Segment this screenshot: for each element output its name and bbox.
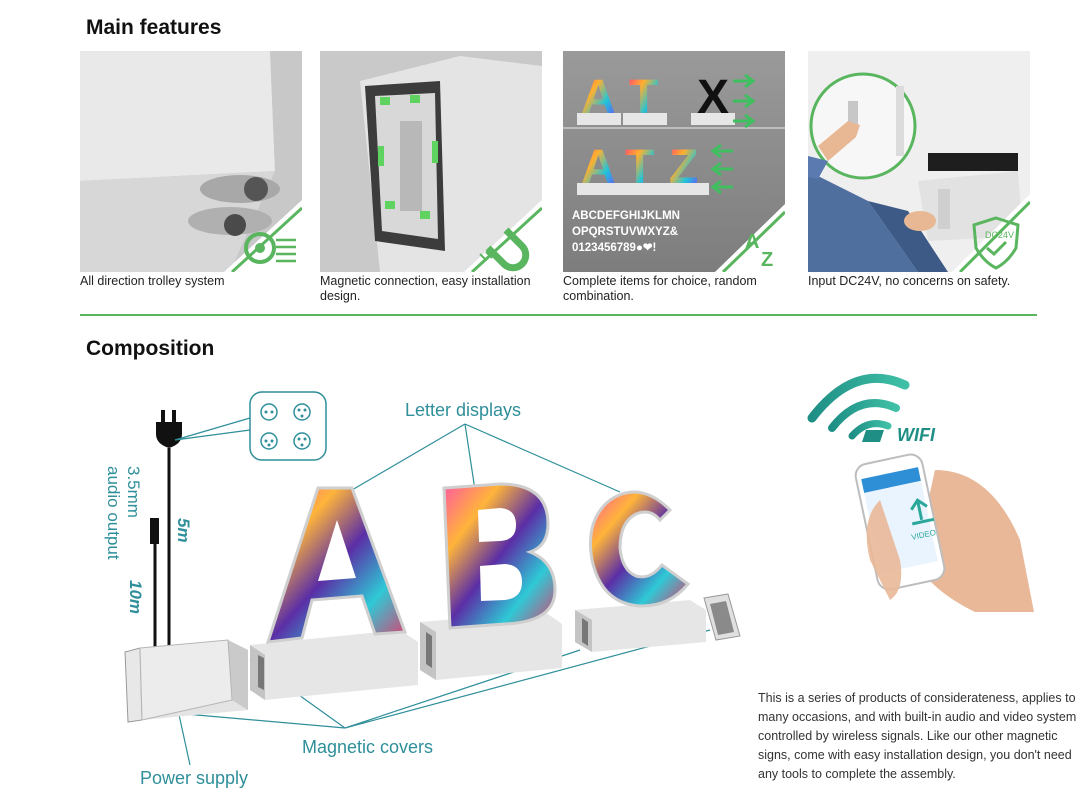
socket-callout — [174, 391, 327, 461]
trolley-photo — [80, 51, 302, 272]
base-b — [420, 612, 562, 680]
audio-output-label-2: audio output — [104, 466, 123, 560]
wheel-badge — [224, 200, 302, 272]
svg-text:ABCDEFGHIJKLMN: ABCDEFGHIJKLMN — [572, 210, 680, 222]
letter-a-display — [265, 486, 408, 644]
magnet-badge — [464, 200, 542, 272]
wifi-label: WIFI — [897, 425, 936, 445]
letters-illustration: A T X A T Z ABCDEFGHIJKLMN OPQRSTUVWXYZ&… — [563, 71, 785, 254]
phone-video-button: VIDEO — [911, 528, 937, 542]
wheel-icon — [244, 232, 276, 264]
magnet-icon — [485, 227, 530, 272]
feature-letters: A T X A T Z ABCDEFGHIJKLMN OPQRSTUVWXYZ&… — [563, 51, 785, 304]
dc24v-photo: DC24V — [808, 51, 1030, 272]
magnetic-covers-leaders — [139, 629, 711, 729]
magnetic-illustration — [320, 51, 542, 272]
section-divider — [80, 314, 1037, 316]
feature-trolley: All direction trolley system — [80, 51, 302, 289]
az-badge: A Z — [715, 204, 785, 272]
cable-5m-label: 5m — [174, 518, 193, 543]
svg-text:DC24V: DC24V — [985, 230, 1014, 240]
smartphone-icon — [854, 453, 1034, 612]
az-icon-z: Z — [761, 249, 773, 271]
feature-caption: Magnetic connection, easy installation d… — [320, 274, 531, 303]
power-supply-box — [124, 639, 248, 723]
feature-dc24v: DC24V Input DC24V, no concerns on safety… — [808, 51, 1030, 289]
power-plug-icon — [156, 410, 182, 448]
wifi-icon — [807, 373, 910, 440]
letter-displays-leaders — [351, 423, 621, 493]
cable-10m-label: 10m — [126, 580, 145, 614]
feature-caption: Input DC24V, no concerns on safety. — [808, 274, 1011, 288]
letter-b-display — [442, 482, 557, 630]
product-description: This is a series of products of consider… — [758, 691, 1077, 781]
letters-photo: A T X A T Z ABCDEFGHIJKLMN OPQRSTUVWXYZ&… — [563, 51, 785, 272]
socket-icons — [260, 403, 311, 450]
audio-output-label-1: 3.5mm — [124, 466, 143, 518]
svg-text:OPQRSTUVWXYZ&: OPQRSTUVWXYZ& — [572, 226, 678, 238]
magnetic-photo — [320, 51, 542, 272]
power-supply-leader — [177, 709, 191, 766]
feature-caption: Complete items for choice, random combin… — [563, 274, 757, 303]
shield-icon — [972, 216, 1020, 270]
feature-magnetic: Magnetic connection, easy installation d… — [320, 51, 542, 304]
power-supply-label: Power supply — [140, 768, 248, 788]
base-a — [250, 630, 418, 700]
magnetic-cover-right — [703, 593, 741, 641]
composition-title: Composition — [86, 337, 215, 360]
svg-text:0123456789●❤!: 0123456789●❤! — [572, 242, 656, 254]
dc24v-badge: DC24V — [952, 194, 1030, 272]
feature-caption: All direction trolley system — [80, 274, 225, 288]
letter-c-display — [588, 490, 691, 608]
letter-displays-label: Letter displays — [405, 400, 521, 420]
magnetic-covers-label: Magnetic covers — [302, 737, 433, 757]
base-c — [575, 600, 706, 652]
az-icon-a: A — [745, 231, 759, 253]
main-features-title: Main features — [86, 16, 222, 39]
audio-jack-icon — [150, 518, 159, 544]
